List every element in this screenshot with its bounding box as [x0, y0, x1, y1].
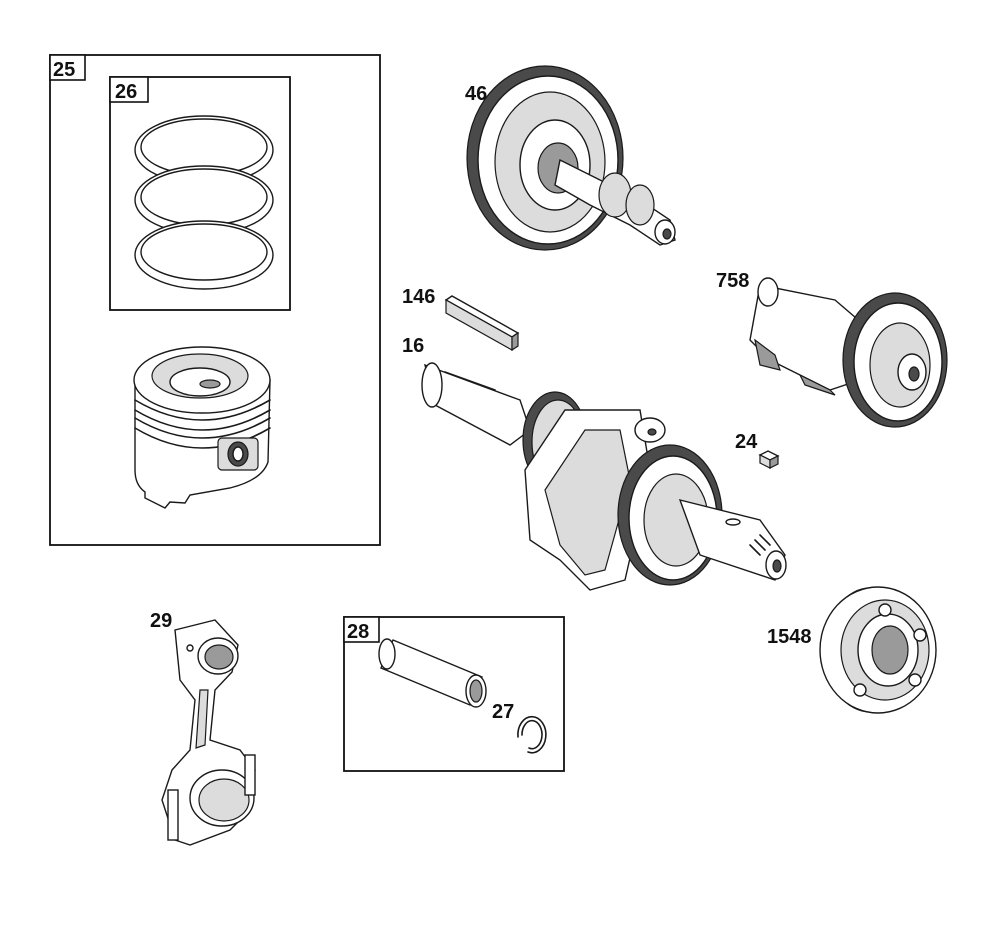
balance-shaft-icon: [749, 277, 948, 428]
wrist-pin-icon: [378, 638, 487, 708]
key-24-icon: [758, 450, 780, 469]
piston-rings-icon: [134, 115, 274, 290]
key-146-label: 146: [402, 286, 435, 308]
bearing-label: 1548: [767, 626, 812, 648]
connecting-rod-icon: [161, 619, 256, 846]
box-25-label: 25: [53, 59, 75, 81]
box-28-label: 28: [347, 621, 369, 643]
camshaft-label: 46: [465, 83, 487, 105]
wrist-pin-group[interactable]: 28 27: [343, 616, 565, 772]
crankshaft-group[interactable]: 16: [402, 335, 787, 591]
bearing-icon: [819, 586, 937, 714]
key-146-group[interactable]: 146: [402, 286, 520, 352]
crankshaft-icon: [421, 362, 787, 591]
piston-assembly-group[interactable]: 25 26: [49, 54, 381, 546]
retainer-clip-icon: [517, 715, 547, 754]
camshaft-gear-icon: [466, 65, 676, 251]
crankshaft-label: 16: [402, 335, 424, 357]
key-24-label: 24: [735, 431, 758, 453]
box-26-label: 26: [115, 81, 137, 103]
piston-icon: [133, 346, 271, 509]
piston-rings-group[interactable]: 26: [109, 76, 291, 311]
connecting-rod-group[interactable]: 29: [150, 610, 256, 846]
retainer-clip-label: 27: [492, 701, 514, 723]
connecting-rod-label: 29: [150, 610, 172, 632]
bearing-group[interactable]: 1548: [767, 586, 937, 714]
balance-shaft-label: 758: [716, 270, 749, 292]
balance-shaft-group[interactable]: 758: [716, 270, 948, 428]
key-24-group[interactable]: 24: [735, 431, 780, 469]
camshaft-group[interactable]: 46: [465, 65, 676, 251]
key-146-icon: [444, 295, 520, 352]
